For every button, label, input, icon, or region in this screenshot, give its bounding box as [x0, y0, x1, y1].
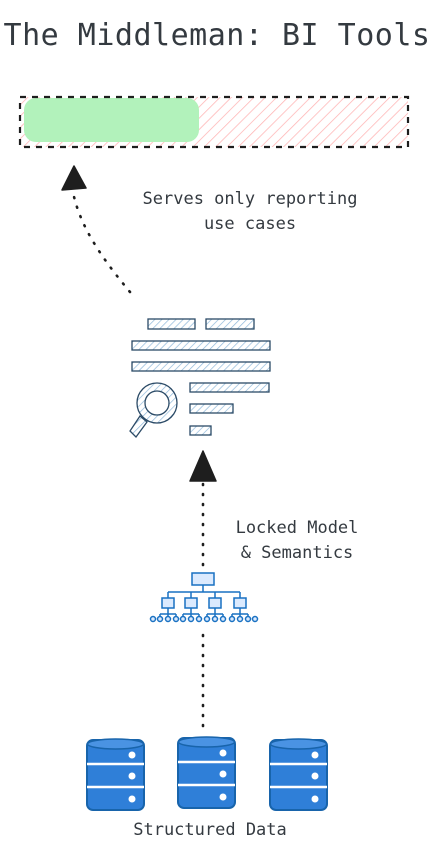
hierarchy-icon	[149, 572, 259, 623]
annotation-locked-model: Locked Model & Semantics	[222, 516, 372, 566]
diagram-title: The Middleman: BI Tools	[3, 18, 431, 53]
annotation-locked-model-line1: Locked Model	[235, 518, 359, 538]
annotation-reporting-line1: Serves only reporting	[142, 189, 358, 209]
annotation-reporting-line2: use cases	[203, 214, 297, 234]
annotation-reporting: Serves only reporting use cases	[140, 187, 360, 237]
coverage-bar	[18, 95, 410, 149]
database-icon	[86, 738, 145, 811]
structured-data-label: Structured Data	[133, 820, 287, 840]
arrow-to-bi-tool	[189, 450, 217, 567]
database-icon	[177, 736, 236, 809]
arrow-to-bar	[61, 165, 132, 294]
database-icon	[269, 738, 328, 811]
served-area	[24, 98, 199, 142]
report-magnifier-icon	[129, 318, 271, 438]
coverage-bar-border	[18, 95, 410, 149]
annotation-locked-model-line2: & Semantics	[240, 543, 354, 563]
